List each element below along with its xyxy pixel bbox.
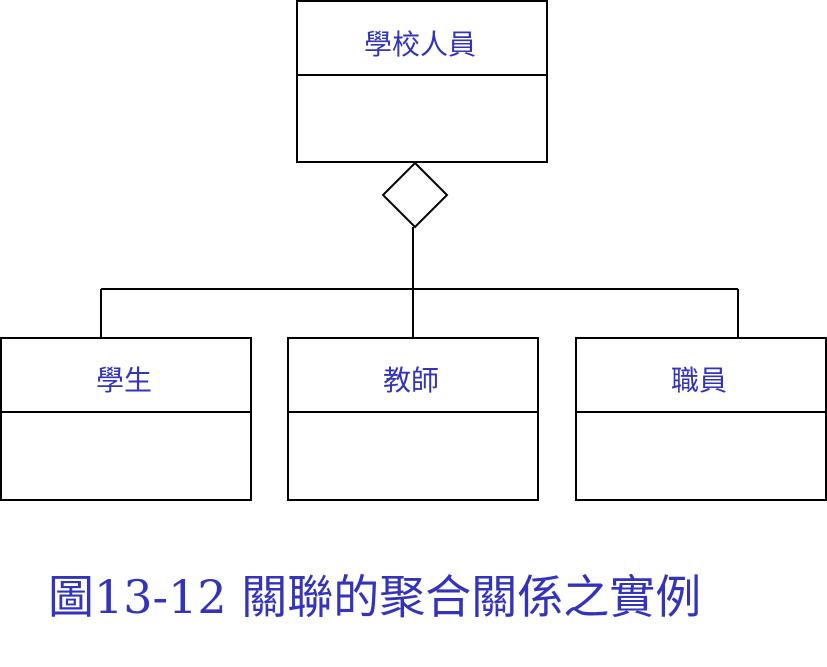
class-box-school-staff: 學校人員 <box>296 0 548 163</box>
class-box-teacher: 教師 <box>287 337 539 501</box>
class-name-teacher: 教師 <box>383 364 439 397</box>
class-box-frame <box>575 337 827 501</box>
class-name-staff: 職員 <box>671 364 727 397</box>
class-box-staff: 職員 <box>575 337 827 501</box>
class-box-frame <box>296 0 548 163</box>
uml-aggregation-diagram: 學校人員 學生 教師 職員 <box>0 0 827 501</box>
class-name-student: 學生 <box>96 364 152 397</box>
class-box-student: 學生 <box>0 337 252 501</box>
figure-caption: 圖13-12 關聯的聚合關係之實例 <box>48 570 702 624</box>
class-box-frame <box>0 337 252 501</box>
class-box-frame <box>287 337 539 501</box>
aggregation-connectors <box>100 227 739 338</box>
class-name-school-staff: 學校人員 <box>364 28 476 61</box>
aggregation-diamond-icon <box>381 161 449 229</box>
